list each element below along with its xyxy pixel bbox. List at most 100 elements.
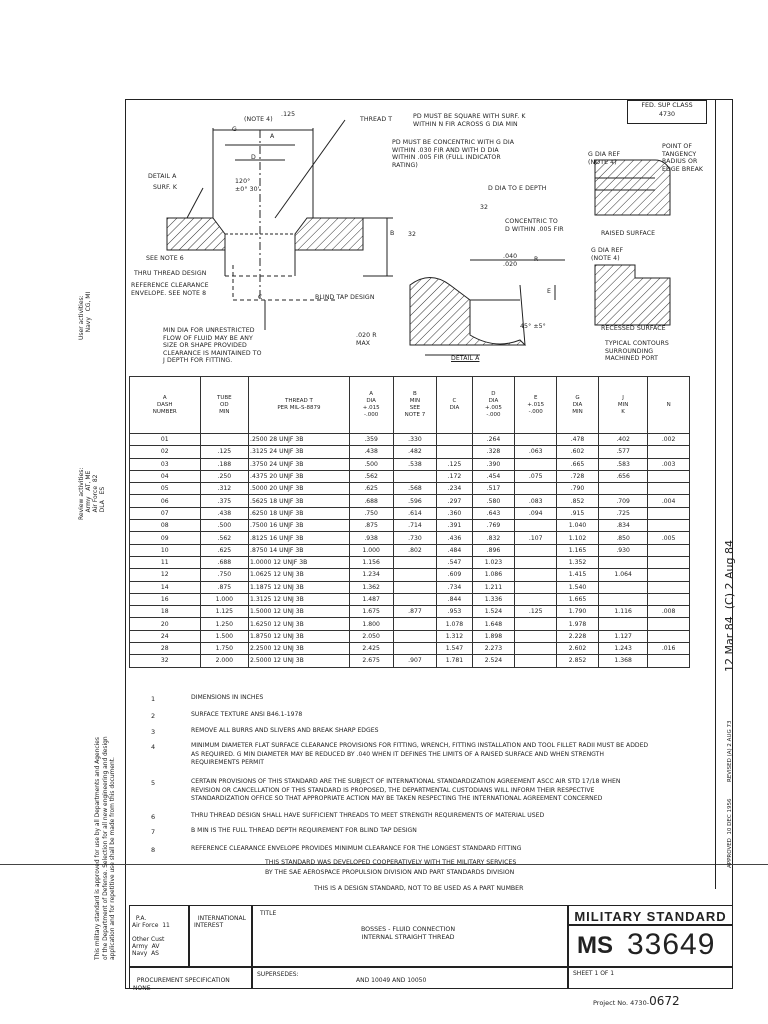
label-d-dia-depth: D DIA TO E DEPTH xyxy=(488,185,547,192)
cell-d-dia: 1.524 xyxy=(471,605,516,619)
label-radius: .040 .020 xyxy=(503,253,518,268)
cell-d-dia: .264 xyxy=(471,432,516,447)
label-thru-thread: THRU THREAD DESIGN xyxy=(134,270,207,277)
cell-a-dia: 2.050 xyxy=(348,629,394,644)
cell-thread: .4375 20 UNJF 3B xyxy=(248,469,350,484)
cell-tube-od: 1.750 xyxy=(199,642,250,656)
note-text: REFERENCE CLEARANCE ENVELOPE PROVIDES MI… xyxy=(191,845,522,852)
supersedes-value: AND 10049 AND 10050 xyxy=(356,977,427,984)
cell-thread: .6250 18 UNJF 3B xyxy=(248,506,350,521)
drawing-geometry xyxy=(166,119,671,356)
cell-dash: 05 xyxy=(129,482,201,496)
note-number: 7 xyxy=(151,828,156,836)
cell-d-dia: .390 xyxy=(471,457,516,471)
cell-b-min: .614 xyxy=(392,506,438,521)
cell-dash: 12 xyxy=(129,568,201,582)
ms-prefix: MS xyxy=(577,932,613,959)
cell-d-dia: 1.086 xyxy=(471,568,516,582)
cell-g-dia: 1.352 xyxy=(556,555,599,570)
footer-sae: BY THE SAE AEROSPACE PROPULSION DIVISION… xyxy=(265,869,515,876)
note-number: 8 xyxy=(151,846,156,854)
cell-e xyxy=(514,432,558,447)
cell-c-dia: .125 xyxy=(436,457,473,471)
label-g-dia-ref2: G DIA REF (NOTE 4) xyxy=(591,247,624,262)
cell-n: .004 xyxy=(647,494,690,508)
col-j-min: J MIN K xyxy=(597,376,649,434)
cell-j-min xyxy=(597,592,649,607)
cell-c-dia: .391 xyxy=(436,519,473,533)
supersedes-cell: SUPERSEDES: AND 10049 AND 10050 xyxy=(252,967,568,989)
cell-tube-od: 2.000 xyxy=(199,654,250,668)
cell-j-min: .709 xyxy=(597,494,649,508)
label-blind-tap: BLIND TAP DESIGN xyxy=(315,294,375,301)
cell-thread: .5625 18 UNJF 3B xyxy=(248,494,350,508)
detail-a-section xyxy=(409,277,527,346)
cell-j-min: 1.127 xyxy=(597,629,649,644)
cell-b-min xyxy=(392,568,438,582)
cell-e xyxy=(514,592,558,607)
sheet-cell: SHEET 1 OF 1 xyxy=(568,967,733,989)
fed-sup-class-label: FED. SUP CLASS xyxy=(641,102,693,109)
intl-text: INTERNATIONAL INTEREST xyxy=(194,915,246,929)
cell-a-dia: 1.675 xyxy=(348,605,394,619)
cell-thread: .3125 24 UNJF 3B xyxy=(248,445,350,459)
cell-a-dia: 2.425 xyxy=(348,642,394,656)
cell-a-dia: .750 xyxy=(348,506,394,521)
title-cell: TITLE BOSSES - FLUID CONNECTION INTERNAL… xyxy=(252,905,568,967)
cell-e xyxy=(514,543,558,557)
cell-c-dia: .436 xyxy=(436,531,473,545)
note-text: THRU THREAD DESIGN SHALL HAVE SUFFICIENT… xyxy=(191,812,545,819)
cell-thread: 1.0625 12 UNJ 3B xyxy=(248,568,350,582)
cell-tube-od: .250 xyxy=(199,469,250,484)
cell-c-dia: 1.312 xyxy=(436,629,473,644)
cell-j-min: .402 xyxy=(597,432,649,447)
cell-tube-od: .625 xyxy=(199,543,250,557)
cell-a-dia: 2.675 xyxy=(348,654,394,668)
cell-c-dia: .297 xyxy=(436,494,473,508)
cell-d-dia: .832 xyxy=(471,531,516,545)
cell-n xyxy=(647,555,690,570)
cell-g-dia: 1.102 xyxy=(556,531,599,545)
cell-tube-od: .750 xyxy=(199,568,250,582)
cell-a-dia: .625 xyxy=(348,482,394,496)
table-header-row: A DASH NUMBER TUBE OD MIN THREAD T PER M… xyxy=(129,376,690,434)
col-c-dia: C DIA xyxy=(436,376,473,434)
cell-tube-od: 1.125 xyxy=(199,605,250,619)
label-g-dia-ref: G DIA REF (NOTE 4) xyxy=(588,151,621,166)
cell-b-min xyxy=(392,580,438,594)
cell-c-dia: .172 xyxy=(436,469,473,484)
cell-thread: 2.5000 12 UNJ 3B xyxy=(248,654,350,668)
cell-thread: .8125 16 UNJF 3B xyxy=(248,531,350,545)
label-c: C xyxy=(258,294,263,301)
dash-number-table: A DASH NUMBER TUBE OD MIN THREAD T PER M… xyxy=(129,376,690,668)
table-row: 03.188.3750 24 UNJF 3B.500.538.125.390.6… xyxy=(129,457,690,471)
cell-dash: 11 xyxy=(129,555,201,570)
cell-n: .003 xyxy=(647,457,690,471)
cell-c-dia: 1.547 xyxy=(436,642,473,656)
cell-e xyxy=(514,555,558,570)
cell-n: .002 xyxy=(647,432,690,447)
cell-e: .107 xyxy=(514,531,558,545)
note-text: B MIN IS THE FULL THREAD DEPTH REQUIREME… xyxy=(191,827,417,834)
cell-e xyxy=(514,457,558,471)
col-d-dia: D DIA +.005 -.000 xyxy=(471,376,516,434)
revised-note: REVISED (A) 2 AUG 73 xyxy=(727,720,733,782)
footer-design-std: THIS IS A DESIGN STANDARD, NOT TO BE USE… xyxy=(314,885,524,892)
cell-e: .125 xyxy=(514,605,558,619)
table-row: 04.250.4375 20 UNJF 3B.562.172.454.075.7… xyxy=(129,469,690,484)
cell-b-min xyxy=(392,555,438,570)
cell-d-dia: .517 xyxy=(471,482,516,496)
cell-tube-od: 1.000 xyxy=(199,592,250,607)
cell-dash: 09 xyxy=(129,531,201,545)
cell-thread: .5000 20 UNJF 3B xyxy=(248,482,350,496)
cell-dash: 10 xyxy=(129,543,201,557)
cell-d-dia: 2.524 xyxy=(471,654,516,668)
cell-e xyxy=(514,642,558,656)
label-detail-a: DETAIL A xyxy=(148,173,177,180)
cell-thread: .7500 16 UNJF 3B xyxy=(248,519,350,533)
